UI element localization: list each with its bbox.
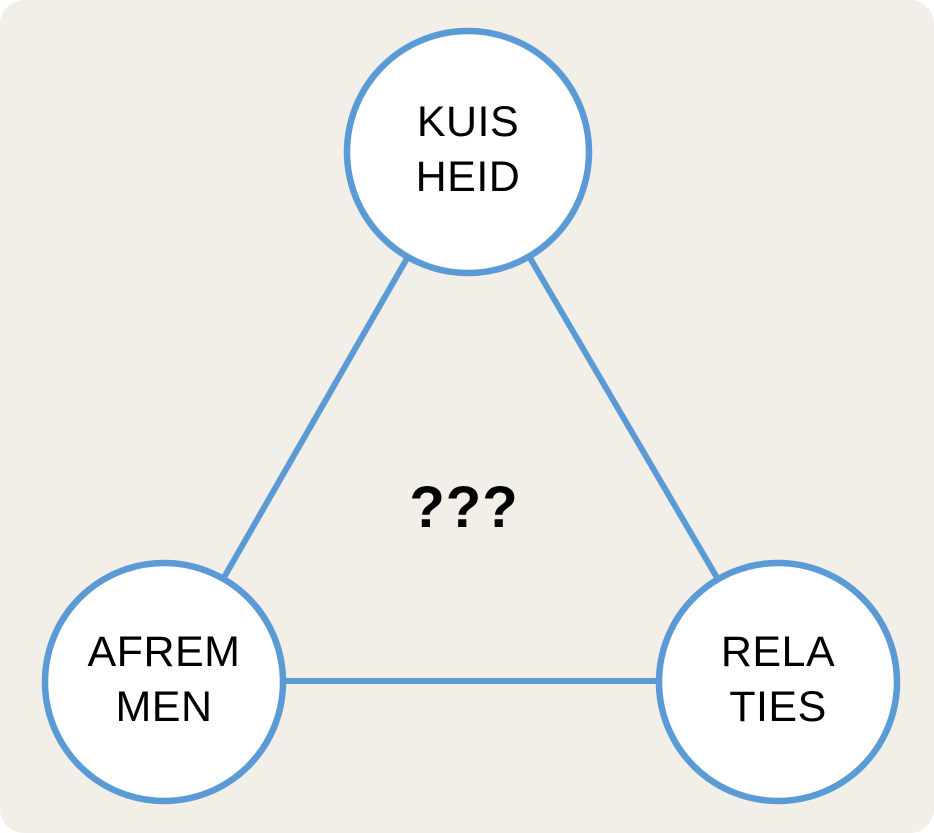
node-afremmen: AFREM MEN [41,559,287,805]
node-relaties: RELA TIES [655,559,901,805]
node-relaties-circle [655,559,901,805]
node-kuisheid: KUIS HEID [343,27,593,277]
node-afremmen-label-line2: MEN [115,683,212,731]
node-kuisheid-label-line2: HEID [416,153,521,201]
node-kuisheid-circle [343,27,593,277]
node-kuisheid-label-line1: KUIS [417,98,519,146]
center-question-label: ??? [409,475,518,540]
node-afremmen-circle [41,559,287,805]
node-afremmen-label-line1: AFREM [88,628,241,676]
node-relaties-label-line2: TIES [729,683,827,731]
node-relaties-label-line1: RELA [721,628,835,676]
